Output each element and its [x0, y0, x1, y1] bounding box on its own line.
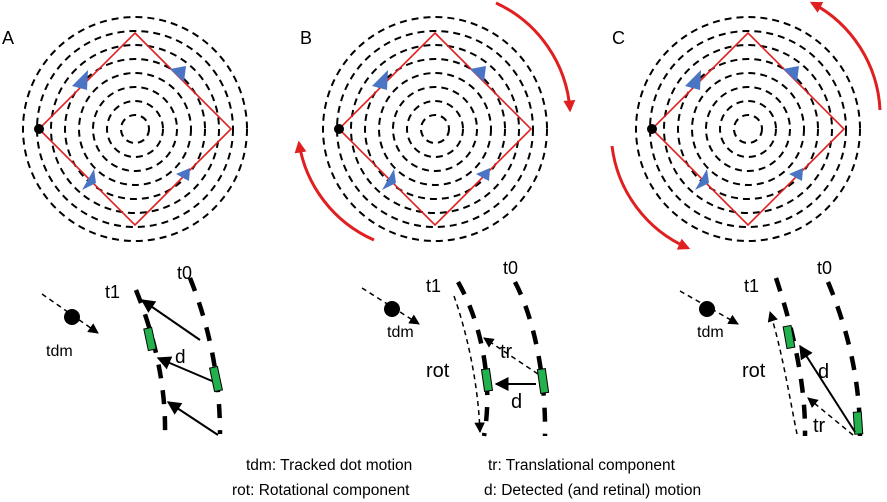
panel-a-patch-t0	[208, 365, 224, 393]
panel-a-direction-triangles	[72, 66, 190, 190]
panel-b-clockwise-arrow-bottom	[294, 140, 375, 242]
panel-b-translational-arrow	[483, 337, 539, 375]
panel-a-t1-label: t1	[105, 282, 120, 302]
panel-a-concentric-circles	[22, 16, 248, 242]
panel-c-counterclockwise-arrow-top	[809, 1, 882, 111]
panel-c-tdm-arrow	[679, 290, 739, 325]
panel-c-detected-arrow	[799, 344, 856, 433]
panel-b-direction-triangles	[372, 66, 490, 190]
panel-c-square	[650, 31, 846, 227]
panel-c-rotational-arrow	[767, 310, 798, 435]
panel-c-t1-label: t1	[744, 276, 759, 296]
panel-a-square	[37, 31, 233, 227]
panel-b-square	[337, 31, 533, 227]
panel-b-t0-label: t0	[503, 258, 518, 278]
panel-c-counterclockwise-arrow-bottom	[610, 145, 691, 250]
panel-c-translational-arrow	[807, 397, 854, 436]
panel-a-tdm-label: tdm	[46, 343, 73, 360]
panel-b-clockwise-arrow-top	[495, 1, 576, 113]
panel-b-tdm-arrow	[361, 287, 420, 325]
panel-c-label: C	[612, 28, 625, 48]
legend-tdm: tdm: Tracked dot motion	[246, 457, 413, 474]
panel-a-tdm-arrow	[41, 293, 99, 334]
panel-a-t1-curve	[133, 289, 168, 435]
panel-b-t1-curve	[456, 280, 490, 437]
panel-b-tr-label: tr	[500, 341, 513, 363]
panel-b-t1-label: t1	[426, 276, 441, 296]
panel-c-motion-diagram: tdm t1 t0 rot d tr	[679, 258, 864, 437]
panel-c-patch-t1	[782, 324, 796, 350]
panel-a-patch-t1	[143, 326, 157, 352]
legend-d: d: Detected (and retinal) motion	[484, 482, 702, 499]
panel-b-rot-label: rot	[426, 360, 450, 382]
panel-b-tracked-dot	[334, 124, 344, 134]
panel-c-patch-t0	[852, 411, 864, 435]
panel-b-tdm-label: tdm	[387, 324, 414, 341]
panel-c-diagram: C	[610, 1, 882, 250]
panel-c-tracked-dot	[647, 124, 657, 134]
panel-b-concentric-circles	[322, 16, 548, 242]
panel-a-label: A	[2, 28, 14, 48]
panel-c-tdm-dot	[699, 301, 715, 317]
legend-rot: rot: Rotational component	[232, 482, 410, 499]
panel-a-t0-label: t0	[177, 263, 192, 283]
panel-b-diagram: B	[294, 1, 576, 242]
panel-c-tdm-label: tdm	[697, 324, 724, 341]
panel-b-motion-diagram: tdm t1 t0 rot tr d	[361, 258, 550, 437]
panel-c-direction-triangles	[685, 66, 803, 190]
panel-a-t0-curve	[187, 277, 223, 435]
panel-b-patch-t0	[536, 367, 550, 395]
panel-c-rot-label: rot	[742, 360, 766, 382]
panel-a-motion-arrow-2	[156, 356, 213, 382]
panel-a-tdm-dot	[64, 309, 80, 325]
panel-a-tracked-dot	[34, 124, 44, 134]
panel-a-motion-arrow-3	[166, 401, 219, 436]
panel-a-motion-diagram: tdm t1 t0 d	[41, 263, 224, 436]
panel-c-tr-label: tr	[813, 415, 826, 437]
panel-c-concentric-circles	[635, 16, 861, 242]
panel-c-t0-label: t0	[817, 258, 832, 278]
panel-a-motion-arrow-1	[140, 299, 201, 341]
panel-b-t0-curve	[513, 280, 548, 437]
panel-c-d-label: d	[818, 361, 829, 383]
panel-a-d-label: d	[175, 347, 186, 368]
legend-tr: tr: Translational component	[488, 457, 675, 474]
panel-c-t1-curve	[773, 277, 808, 437]
panel-b-label: B	[300, 28, 312, 48]
panel-a-diagram: A	[2, 16, 248, 242]
panel-b-d-label: d	[511, 391, 522, 413]
panel-b-rotational-arrow	[453, 295, 485, 434]
panel-b-patch-t1	[480, 367, 494, 393]
